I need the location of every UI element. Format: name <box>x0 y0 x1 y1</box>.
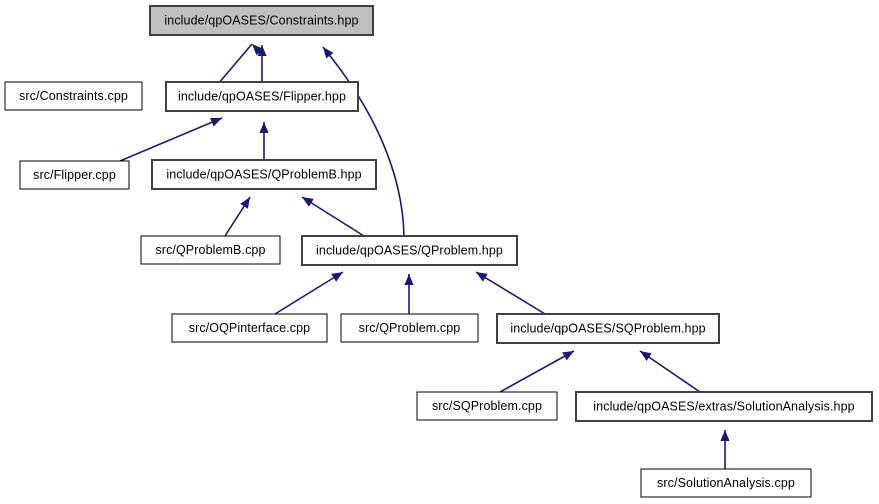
edge-arrowhead-icon <box>259 122 269 133</box>
node-box[interactable] <box>4 81 143 111</box>
node-label: include/qpOASES/Flipper.hpp <box>178 89 346 103</box>
edge-arrowhead-icon <box>240 197 250 209</box>
edge-arrowhead-icon <box>476 272 488 282</box>
node-label: include/qpOASES/Constraints.hpp <box>164 13 358 27</box>
node-label: src/QProblemB.cpp <box>155 243 265 257</box>
edge-solutionanalysis-cpp-to-solutionanalysis-hpp <box>720 430 730 469</box>
edge-arrowhead-icon <box>640 351 652 361</box>
edge-arrowhead-icon <box>720 430 730 441</box>
edge-arrowhead-icon <box>302 197 314 207</box>
node-label: src/SQProblem.cpp <box>432 399 542 413</box>
node-label: src/SolutionAnalysis.cpp <box>657 476 795 490</box>
graph-node-include-qpoases-extras-solutionanalysis-hpp[interactable]: include/qpOASES/extras/SolutionAnalysis.… <box>575 391 873 422</box>
node-label: include/qpOASES/QProblemB.hpp <box>166 167 361 181</box>
node-box[interactable] <box>171 313 328 343</box>
edge-line <box>639 350 701 393</box>
node-label: src/QProblem.cpp <box>359 321 461 335</box>
node-label: include/qpOASES/SQProblem.hpp <box>510 321 705 335</box>
edge-arrowhead-icon <box>404 274 414 285</box>
graph-edges-layer <box>119 43 730 469</box>
graph-nodes-layer: include/qpOASES/Constraints.hpp src/Const… <box>4 5 873 498</box>
edge-line <box>274 271 344 315</box>
node-box[interactable] <box>640 468 812 498</box>
edge-arrowhead-icon <box>323 47 334 59</box>
edge-qproblem-cpp-to-qproblem-hpp <box>404 274 414 314</box>
edge-line <box>301 196 365 237</box>
edge-arrowhead-icon <box>562 351 574 361</box>
node-label: src/OQPinterface.cpp <box>189 321 311 335</box>
edge-solutionanalysis-hpp-to-sqproblem-hpp <box>639 350 701 393</box>
graph-node-src-solutionanalysis-cpp[interactable]: src/SolutionAnalysis.cpp <box>640 468 812 498</box>
edge-qproblemb-hpp-to-flipper-hpp <box>259 122 269 160</box>
node-box[interactable] <box>151 159 377 190</box>
graph-node-src-qproblem-cpp[interactable]: src/QProblem.cpp <box>340 313 479 343</box>
node-label: src/Constraints.cpp <box>19 89 128 103</box>
edge-sqproblem-cpp-to-sqproblem-hpp <box>499 350 575 393</box>
edge-arrowhead-icon <box>257 45 267 56</box>
graph-node-src-oqpinterface-cpp[interactable]: src/OQPinterface.cpp <box>171 313 328 343</box>
node-label: include/qpOASES/QProblem.hpp <box>316 243 503 257</box>
edge-arrowhead-icon <box>252 44 263 56</box>
edge-line <box>322 46 405 237</box>
edge-line <box>475 271 546 315</box>
graph-node-src-sqproblem-cpp[interactable]: src/SQProblem.cpp <box>416 391 558 421</box>
node-box[interactable] <box>301 235 518 266</box>
edge-qproblemb-cpp-to-qproblemb-hpp <box>224 196 251 237</box>
edge-arrowhead-icon <box>210 118 222 127</box>
edge-line <box>499 350 575 393</box>
edge-sqproblem-hpp-to-qproblem-hpp <box>475 271 546 315</box>
node-box[interactable] <box>416 391 558 421</box>
graph-node-src-flipper-cpp[interactable]: src/Flipper.cpp <box>19 160 130 190</box>
edge-qproblem-hpp-to-constraints-hpp <box>322 46 405 237</box>
node-box[interactable] <box>340 313 479 343</box>
edge-flipper-hpp-to-constraints-hpp <box>257 45 267 82</box>
graph-node-include-qpoases-flipper-hpp[interactable]: include/qpOASES/Flipper.hpp <box>165 81 359 112</box>
node-box[interactable] <box>140 235 281 265</box>
node-box[interactable] <box>575 391 873 422</box>
graph-node-include-qpoases-constraints-hpp[interactable]: include/qpOASES/Constraints.hpp <box>149 5 374 36</box>
edge-line <box>119 117 223 162</box>
node-box[interactable] <box>165 81 359 112</box>
node-label: src/Flipper.cpp <box>33 168 116 182</box>
edge-flipper-cpp-to-flipper-hpp <box>119 117 223 162</box>
edge-arrowhead-icon <box>331 272 343 282</box>
edge-qproblem-hpp-to-qproblemb-hpp <box>301 196 365 237</box>
graph-node-include-qpoases-qproblem-hpp[interactable]: include/qpOASES/QProblem.hpp <box>301 235 518 266</box>
graph-node-include-qpoases-qproblemb-hpp[interactable]: include/qpOASES/QProblemB.hpp <box>151 159 377 190</box>
graph-node-src-constraints-cpp[interactable]: src/Constraints.cpp <box>4 81 143 111</box>
node-box[interactable] <box>496 313 720 344</box>
node-box[interactable] <box>149 5 374 36</box>
node-label: include/qpOASES/extras/SolutionAnalysis.… <box>593 399 854 413</box>
edge-oqpinterface-cpp-to-qproblem-hpp <box>274 271 344 315</box>
graph-node-include-qpoases-sqproblem-hpp[interactable]: include/qpOASES/SQProblem.hpp <box>496 313 720 344</box>
node-box[interactable] <box>19 160 130 190</box>
graph-node-src-qproblemb-cpp[interactable]: src/QProblemB.cpp <box>140 235 281 265</box>
